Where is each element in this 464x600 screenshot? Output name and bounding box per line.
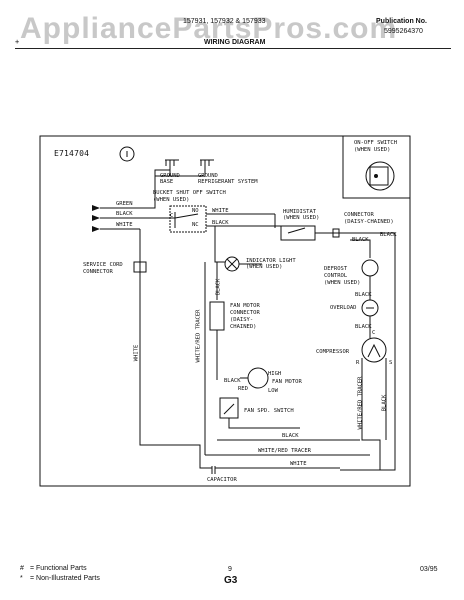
- legend-functional-mark: #: [20, 565, 24, 572]
- ground-refrigerant-icon: [200, 159, 214, 175]
- black-vertical-label: BLACK: [215, 278, 222, 296]
- black-wire-label: BLACK: [116, 211, 133, 217]
- legend-non-illustrated: = Non-Illustrated Parts: [30, 575, 100, 582]
- compressor-r-label: R: [356, 360, 360, 366]
- bucket-switch-label: BUCKET SHUT OFF SWITCH (WHEN USED): [153, 190, 226, 203]
- legend-functional: = Functional Parts: [30, 565, 87, 572]
- corner-mark: +: [15, 38, 20, 46]
- page-title: WIRING DIAGRAM: [204, 39, 266, 46]
- terminal-icon: [119, 146, 135, 162]
- white-red-vertical-label: WHITE/RED TRACER: [195, 309, 202, 363]
- diagram-code: E714704: [54, 149, 90, 158]
- white-vertical-label: WHITE: [133, 344, 140, 362]
- compressor-c-label: C: [372, 330, 376, 336]
- white-top-label: WHITE: [212, 208, 229, 214]
- black-top-label: BLACK: [212, 220, 229, 226]
- red-label: RED: [238, 386, 248, 392]
- black-right-label-2: BLACK: [380, 232, 397, 238]
- publication-number: 5995264370: [384, 28, 423, 35]
- black-bottom-label: BLACK: [282, 433, 299, 439]
- defrost-label: DEFROST CONTROL (WHEN USED): [324, 266, 361, 286]
- fan-motor-label: FAN MOTOR: [272, 379, 302, 385]
- service-cord-label: SERVICE CORD CONNECTOR: [83, 262, 123, 275]
- model-numbers: 157931, 157932 & 157933: [183, 18, 266, 25]
- compressor-label: COMPRESSOR: [316, 349, 350, 355]
- black-overload-label: BLACK: [355, 324, 372, 330]
- white-wire-label: WHITE: [116, 222, 133, 228]
- white-red-bottom-label: WHITE/RED TRACER: [258, 448, 311, 454]
- black-right-label: BLACK: [352, 237, 369, 243]
- high-label: HIGH: [268, 371, 282, 377]
- diagram-frame: [39, 135, 411, 487]
- on-off-switch-box: [342, 135, 411, 199]
- switch-no-label: NO: [192, 208, 199, 214]
- plug-icon: [92, 205, 100, 232]
- capacitor-label: CAPACITOR: [207, 477, 237, 483]
- indicator-label: INDICATOR LIGHT (WHEN USED): [246, 258, 296, 270]
- compressor-s-label: S: [389, 360, 393, 366]
- legend-non-illustrated-mark: *: [20, 575, 23, 582]
- page-code: G3: [224, 575, 238, 586]
- fan-connector-label: FAN MOTOR CONNECTOR (DAISY- CHAINED): [230, 303, 260, 330]
- ground-base-label: GROUND BASE: [160, 173, 180, 185]
- revision-date: 03/95: [420, 566, 438, 573]
- humidistat-label: HUMIDISTAT (WHEN USED): [283, 209, 320, 221]
- black-comp-label: BLACK: [381, 394, 388, 412]
- white-bottom-label: WHITE: [290, 461, 307, 467]
- green-wire-label: GREEN: [116, 201, 133, 207]
- overload-label: OVERLOAD: [330, 305, 357, 311]
- low-label: LOW: [268, 388, 278, 394]
- black-defrost-label: BLACK: [355, 292, 372, 298]
- publication-label: Publication No.: [376, 18, 427, 25]
- ground-refrigerant-label: GROUND REFRIGERANT SYSTEM: [198, 173, 258, 185]
- fan-switch-label: FAN SPD. SWITCH: [244, 408, 294, 414]
- header-rule: [15, 48, 451, 49]
- page-number: 9: [228, 566, 232, 573]
- connector-label: CONNECTOR (DAISY-CHAINED): [344, 212, 394, 225]
- black-fan-label: BLACK: [224, 378, 241, 384]
- white-red-comp-label: WHITE/RED TRACER: [357, 376, 364, 430]
- watermark: AppliancePartsPros.com: [20, 12, 398, 45]
- on-off-switch-label: ON-OFF SWITCH (WHEN USED): [354, 140, 398, 153]
- switch-c-label: C: [170, 213, 174, 219]
- switch-nc-label: NC: [192, 222, 199, 228]
- ground-base-icon: [165, 159, 179, 175]
- on-off-switch-icon: [365, 161, 395, 191]
